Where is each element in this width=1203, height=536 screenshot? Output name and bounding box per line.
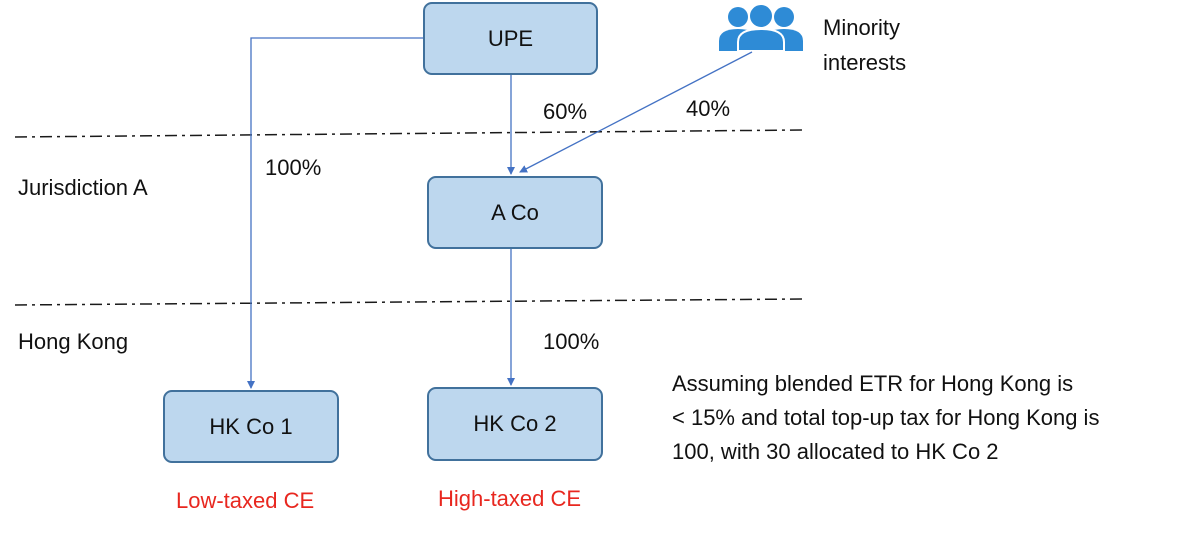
upe-label: UPE — [487, 25, 534, 51]
people-group-icon — [719, 3, 803, 51]
minority-label-line-1: Minority — [823, 15, 901, 40]
percent-a-co-to-hk-co-2: 100% — [543, 329, 600, 354]
assumption-note: Assuming blended ETR for Hong Kong is < … — [672, 367, 1099, 469]
jurisdiction-a-separator — [14, 129, 804, 138]
hk-co-2-status: High-taxed CE — [438, 486, 582, 511]
hong-kong-label: Hong Kong — [18, 329, 129, 354]
upe-box: UPE — [423, 2, 598, 75]
minority-interests-label: Minority interests — [823, 10, 906, 80]
hk-co-2-box: HK Co 2 — [427, 387, 603, 461]
hk-co-1-status: Low-taxed CE — [176, 488, 315, 513]
percent-upe-to-a-co: 60% — [543, 99, 588, 124]
a-co-label: A Co — [491, 199, 539, 225]
percent-upe-to-hk-co-1: 100% — [265, 155, 322, 180]
arrow-minority-to-a-co — [519, 51, 753, 173]
percent-minority-to-a-co: 40% — [686, 96, 731, 121]
minority-label-line-2: interests — [823, 50, 907, 75]
assumption-line-1: Assuming blended ETR for Hong Kong is — [672, 371, 1074, 396]
assumption-line-2: < 15% and total top-up tax for Hong Kong… — [672, 405, 1100, 430]
jurisdiction-a-label: Jurisdiction A — [18, 175, 148, 200]
hk-co-1-label: HK Co 1 — [209, 413, 293, 439]
hong-kong-separator — [14, 298, 804, 306]
assumption-line-3: 100, with 30 allocated to HK Co 2 — [672, 439, 999, 464]
a-co-box: A Co — [427, 176, 603, 249]
hk-co-1-box: HK Co 1 — [163, 390, 339, 463]
arrow-upe-to-hk-co-1 — [247, 37, 423, 389]
hk-co-2-label: HK Co 2 — [473, 411, 557, 436]
